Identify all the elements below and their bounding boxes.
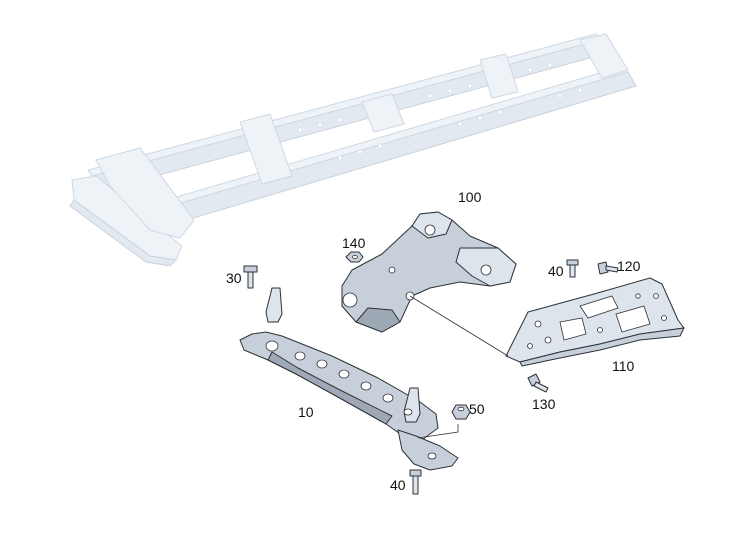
part-100-bracket [341, 211, 517, 333]
callout-40-upper: 40 [548, 263, 564, 279]
leader-50-to-10 [417, 424, 459, 439]
part-30-bolt [243, 265, 258, 289]
part-130-bolt [527, 373, 549, 393]
callout-130: 130 [532, 396, 556, 412]
part-50-nut [451, 404, 471, 420]
callout-10: 10 [298, 404, 314, 420]
callout-120: 120 [617, 258, 641, 274]
callout-50: 50 [469, 401, 485, 417]
part-140-nut [345, 251, 364, 263]
leader-100-to-110 [409, 295, 509, 357]
part-40-lower-bolt [409, 469, 422, 495]
callout-40-lower: 40 [390, 477, 406, 493]
chassis-frame [69, 33, 637, 267]
part-10-crossmember [239, 287, 459, 471]
part-40-upper-bolt [566, 259, 579, 278]
part-120-bolt [597, 261, 619, 275]
callout-100: 100 [458, 189, 482, 205]
callout-140: 140 [342, 235, 366, 251]
callouts: 100 140 30 40 120 110 130 50 10 40 [226, 189, 641, 493]
callout-30: 30 [226, 270, 242, 286]
assembly-lines [409, 295, 509, 439]
part-110-plate [505, 277, 685, 367]
callout-110: 110 [612, 358, 635, 374]
